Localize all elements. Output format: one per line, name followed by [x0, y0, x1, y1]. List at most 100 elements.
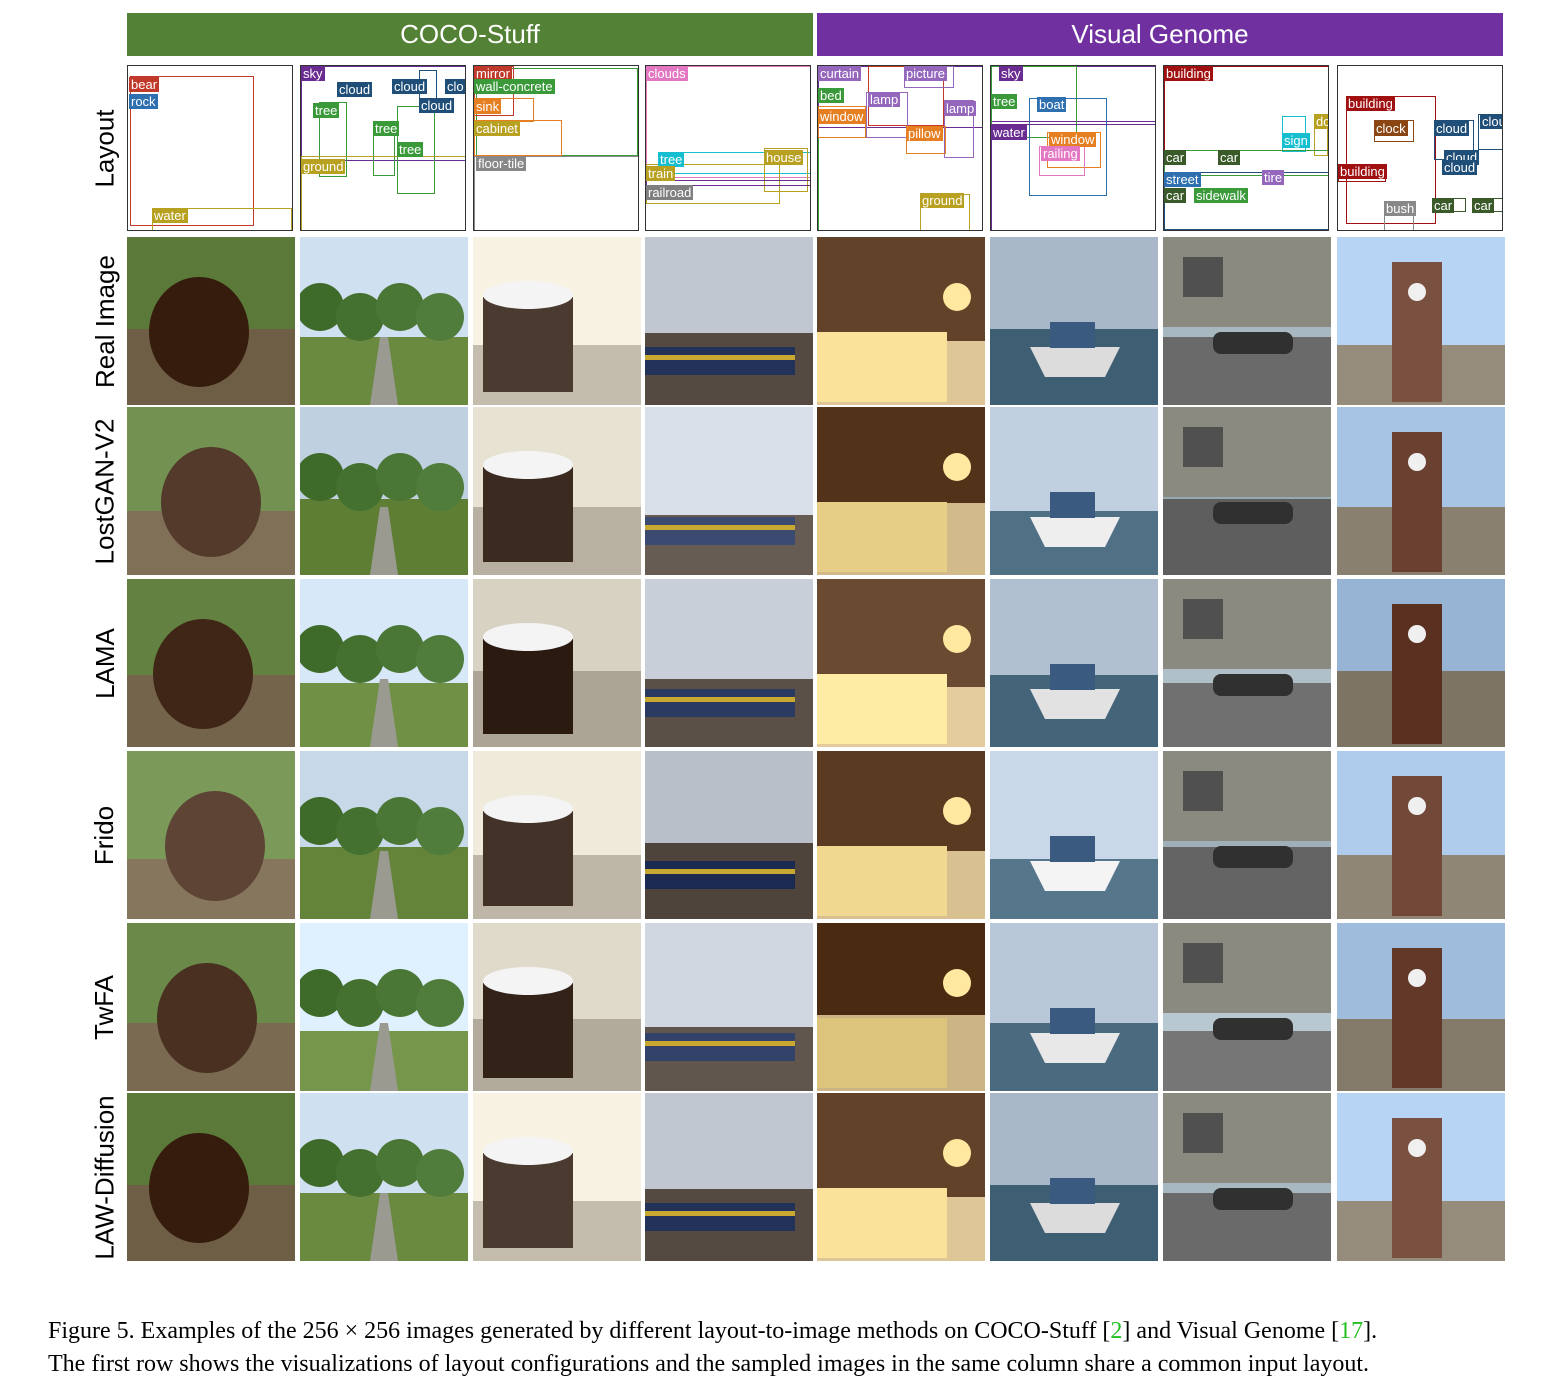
layout-label: floor-tile — [476, 156, 527, 171]
generated-image — [990, 407, 1158, 575]
layout-label: cloud — [419, 98, 455, 113]
layout-label: picture — [904, 66, 948, 81]
layout-label: cabinet — [474, 121, 520, 136]
layout-label: sign — [1282, 133, 1310, 148]
layout-label: bush — [1384, 201, 1417, 216]
layout-label: building — [1346, 96, 1395, 111]
layout-label: clouds — [646, 66, 688, 81]
generated-image — [473, 579, 641, 747]
generated-image — [1337, 579, 1505, 747]
generated-image — [990, 1093, 1158, 1261]
layout-label: sky — [999, 66, 1023, 81]
layout-label: car — [1472, 198, 1495, 213]
generated-image — [300, 237, 468, 405]
layout-label: clou — [1480, 114, 1502, 129]
layout-label: ground — [301, 159, 346, 174]
generated-image — [817, 1093, 985, 1261]
layout-label: tire — [1262, 170, 1285, 185]
layout-cell-5: curtain picture bed lamp window lamp pil… — [817, 65, 983, 231]
layout-label: cloud — [337, 82, 373, 97]
generated-image — [1163, 407, 1331, 575]
coco-stuff-banner: COCO-Stuff — [127, 13, 813, 56]
layout-label: sidewalk — [1194, 188, 1248, 203]
generated-image — [473, 751, 641, 919]
generated-image — [1163, 579, 1331, 747]
generated-image — [645, 1093, 813, 1261]
generated-image — [1337, 751, 1505, 919]
generated-image — [300, 923, 468, 1091]
layout-label: car — [1432, 198, 1455, 213]
layout-label: building — [1338, 164, 1387, 179]
generated-image — [1337, 407, 1505, 575]
layout-label: clo — [445, 79, 465, 94]
layout-cell-3: mirror wall-concrete sink cabinet floor-… — [473, 65, 639, 231]
layout-label: house — [764, 150, 804, 165]
generated-image — [645, 579, 813, 747]
layout-label: car — [1218, 150, 1241, 165]
generated-image — [817, 923, 985, 1091]
layout-label: water — [152, 208, 188, 223]
layout-label: car — [1164, 188, 1187, 203]
generated-image — [300, 407, 468, 575]
generated-image — [817, 237, 985, 405]
layout-label: building — [1164, 66, 1213, 81]
generated-image — [645, 923, 813, 1091]
generated-image — [1337, 923, 1505, 1091]
layout-label: curtain — [818, 66, 862, 81]
generated-image — [990, 923, 1158, 1091]
layout-label: sky — [301, 66, 325, 81]
layout-label: sink — [474, 99, 502, 114]
layout-cell-6: sky tree boat water window railing — [990, 65, 1156, 231]
layout-cell-1: bear rock water — [127, 65, 293, 231]
layout-cell-7: building door sign car car street tire c… — [1163, 65, 1329, 231]
citation-link[interactable]: 2 — [1110, 1318, 1123, 1344]
layout-label: tree — [991, 94, 1018, 109]
generated-image — [127, 751, 295, 919]
layout-label: rock — [129, 94, 158, 109]
caption-line-1: Figure 5. Examples of the 256 × 256 imag… — [48, 1318, 1378, 1344]
layout-label: tree — [373, 121, 400, 136]
caption-line-2: The first row shows the visualizations o… — [48, 1351, 1370, 1377]
generated-image — [127, 923, 295, 1091]
layout-cell-8: building clock cloud clou cloud cloud bu… — [1337, 65, 1503, 231]
layout-label: window — [818, 109, 866, 124]
layout-label: lamp — [868, 92, 901, 107]
layout-label: door — [1314, 114, 1328, 129]
generated-image — [817, 579, 985, 747]
generated-image — [817, 407, 985, 575]
layout-label: ground — [920, 193, 965, 208]
generated-image — [127, 1093, 295, 1261]
layout-label: window — [1049, 132, 1097, 147]
generated-image — [473, 923, 641, 1091]
figure-caption: Figure 5. Examples of the 256 × 256 imag… — [48, 1315, 1538, 1381]
layout-label: wall-concrete — [474, 79, 555, 94]
generated-image — [645, 237, 813, 405]
generated-image — [473, 407, 641, 575]
citation-link[interactable]: 17 — [1339, 1318, 1364, 1344]
generated-image — [300, 1093, 468, 1261]
generated-image — [817, 751, 985, 919]
generated-image — [990, 751, 1158, 919]
generated-image — [127, 407, 295, 575]
generated-image — [1337, 237, 1505, 405]
generated-image — [990, 237, 1158, 405]
generated-image — [1163, 1093, 1331, 1261]
layout-label: tree — [313, 103, 340, 118]
generated-image — [1163, 751, 1331, 919]
layout-label: cloud — [1442, 160, 1478, 175]
generated-image — [127, 237, 295, 405]
generated-image — [1163, 237, 1331, 405]
layout-label: lamp — [944, 101, 977, 116]
layout-label: water — [991, 125, 1027, 140]
generated-image — [645, 407, 813, 575]
generated-image — [1337, 1093, 1505, 1261]
layout-label: mirror — [474, 66, 512, 81]
visual-genome-banner: Visual Genome — [817, 13, 1503, 56]
generated-image — [473, 237, 641, 405]
layout-label: railroad — [646, 185, 694, 200]
layout-label: cloud — [1434, 121, 1470, 136]
layout-label: railing — [1041, 146, 1080, 161]
layout-label: tree — [397, 142, 424, 157]
generated-image — [473, 1093, 641, 1261]
layout-label: street — [1164, 172, 1201, 187]
